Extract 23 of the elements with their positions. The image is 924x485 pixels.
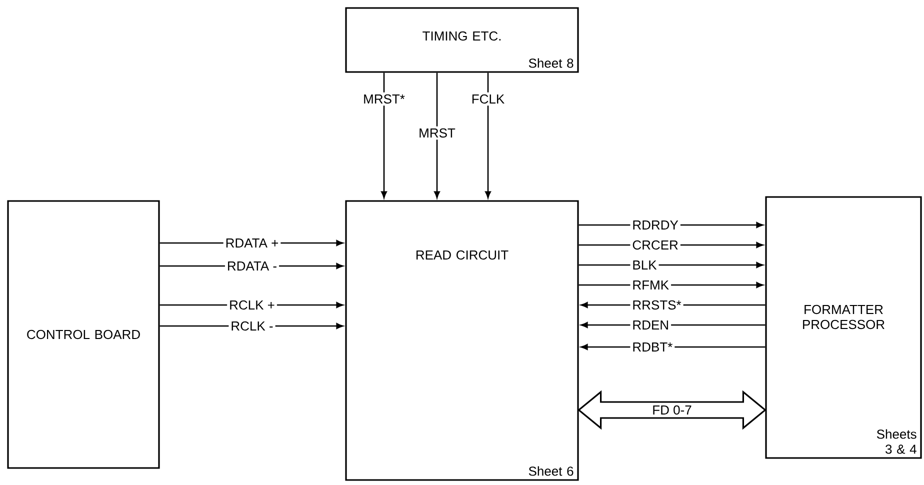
signal-label: RRSTS* <box>630 298 684 312</box>
signal-label: RDRDY <box>630 218 680 232</box>
signal-label: RCLK - <box>228 319 276 333</box>
signal-label: BLK <box>630 258 659 272</box>
block-box: CONTROL BOARD <box>7 200 160 469</box>
signal-label: CRCER <box>630 238 680 252</box>
signal-label: RDATA - <box>224 260 280 272</box>
signal-label: FCLK <box>469 92 507 106</box>
signal-label: RDATA + <box>223 236 281 250</box>
block-box: TIMING ETC. Sheet 8 <box>345 7 579 73</box>
signal-arrow <box>485 72 491 198</box>
block-box: READ CIRCUIT Sheet 6 <box>345 200 579 481</box>
signal-arrow <box>578 262 764 268</box>
signal-label: RDBT* <box>630 340 675 354</box>
signal-label: RFMK <box>630 278 672 292</box>
signal-label: MRST* <box>361 92 407 106</box>
signal-arrow <box>381 72 387 198</box>
signal-label: FD 0-7 <box>650 403 694 417</box>
block-box: FORMATTER PROCESSOR Sheets 3 & 4 <box>765 196 922 459</box>
signal-arrow <box>434 72 440 198</box>
signal-label: RDEN <box>630 318 672 332</box>
signal-label: RCLK + <box>227 298 277 312</box>
signal-label: MRST <box>416 126 458 140</box>
